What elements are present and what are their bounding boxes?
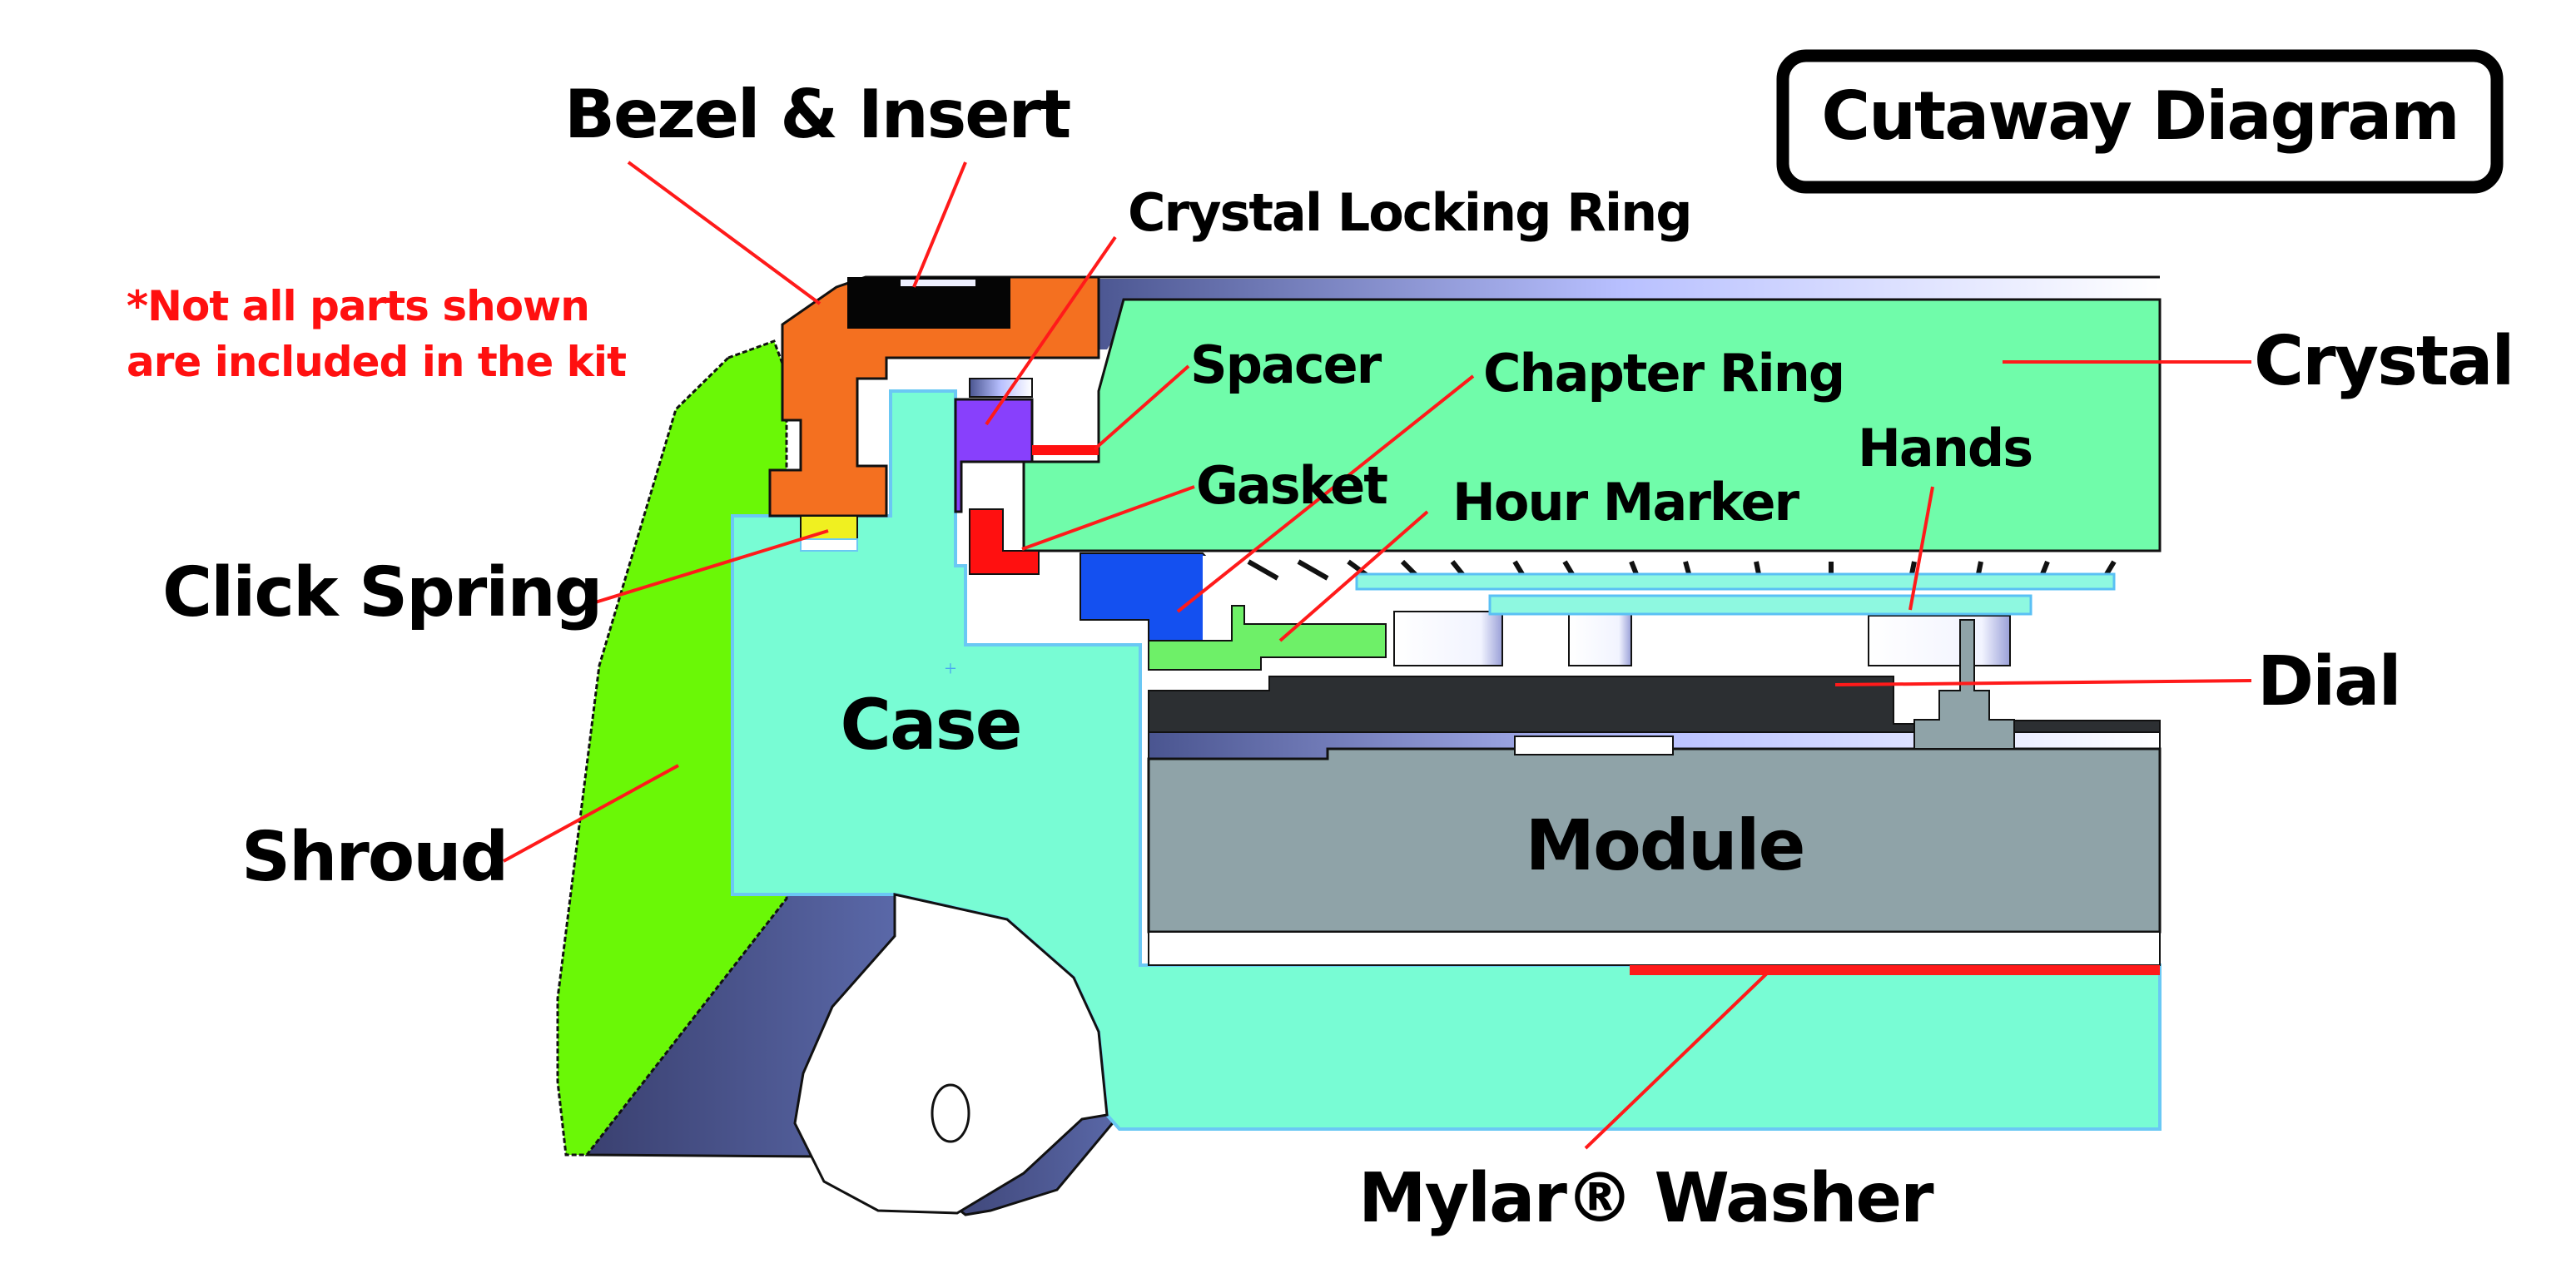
- module-underside-space: [1148, 931, 2161, 966]
- leader-mylar-washer: [1584, 968, 1773, 1150]
- leader-gasket: [1021, 485, 1195, 551]
- leader-chapter-ring: [1176, 374, 1475, 613]
- leader-shroud: [503, 764, 679, 863]
- title-text: Cutaway Diagram: [1821, 77, 2458, 155]
- label-hands: Hands: [1858, 418, 2032, 478]
- label-chapter-ring: Chapter Ring: [1483, 343, 1844, 404]
- label-shroud: Shroud: [241, 818, 507, 897]
- leader-dial: [1834, 679, 2252, 686]
- minute-hand: [1355, 572, 2116, 591]
- label-click-spring: Click Spring: [162, 553, 601, 632]
- case-top-steel: [1086, 279, 2160, 349]
- kit-note-line1: *Not all parts shown: [127, 282, 589, 330]
- caseback-disc: [793, 893, 1109, 1215]
- kit-note: *Not all parts shown are included in the…: [127, 282, 627, 386]
- label-bezel-insert: Bezel & Insert: [564, 76, 1070, 153]
- click-spring-base: [800, 538, 858, 552]
- label-mylar-washer: Mylar® Washer: [1358, 1159, 1934, 1238]
- bezel: [768, 275, 1100, 518]
- module-label: Module: [1526, 805, 1804, 886]
- hand-pinion-tube: [1868, 615, 2011, 666]
- label-hour-marker: Hour Marker: [1452, 472, 1800, 532]
- dial-pillar-center: [1568, 611, 1632, 666]
- crystal: [1022, 298, 2162, 552]
- label-spacer: Spacer: [1190, 334, 1382, 395]
- kit-note-line2: are included in the kit: [127, 338, 626, 386]
- leader-click-spring: [583, 529, 829, 607]
- label-crystal-locking-ring: Crystal Locking Ring: [1128, 182, 1691, 243]
- leader-lines: [503, 161, 2252, 1150]
- gasket: [969, 508, 1040, 575]
- locking-ring-steel: [969, 378, 1033, 398]
- leader-spacer: [1093, 364, 1190, 451]
- dial-feet-pillar: [1393, 611, 1503, 666]
- mylar-washer: [1630, 965, 2160, 975]
- leader-hands: [1908, 486, 1934, 611]
- leader-bezel: [627, 161, 821, 305]
- case-label: Case: [840, 684, 1020, 765]
- label-gasket: Gasket: [1196, 455, 1387, 516]
- label-dial: Dial: [2257, 642, 2400, 721]
- module-step-white: [1514, 736, 1674, 755]
- bezel-insert-highlight: [901, 280, 975, 286]
- case-center-mark: +: [945, 656, 957, 681]
- hour-hand: [1488, 594, 2033, 616]
- title-box: Cutaway Diagram: [1776, 49, 2504, 194]
- leader-bezel-insert: [912, 161, 967, 288]
- spacer: [1032, 445, 1099, 455]
- shroud: [556, 339, 788, 1157]
- leader-crystal-locking-ring: [985, 235, 1117, 426]
- leader-hour-marker: [1278, 510, 1429, 642]
- crystal-locking-ring: [954, 398, 1034, 513]
- label-crystal: Crystal: [2254, 322, 2514, 401]
- part-labels: Bezel & Insert Crystal Locking Ring Spac…: [162, 76, 2515, 1238]
- caseback-hole: [931, 1083, 970, 1143]
- title-frame: [1776, 49, 2504, 194]
- hour-marker: [1148, 605, 1387, 671]
